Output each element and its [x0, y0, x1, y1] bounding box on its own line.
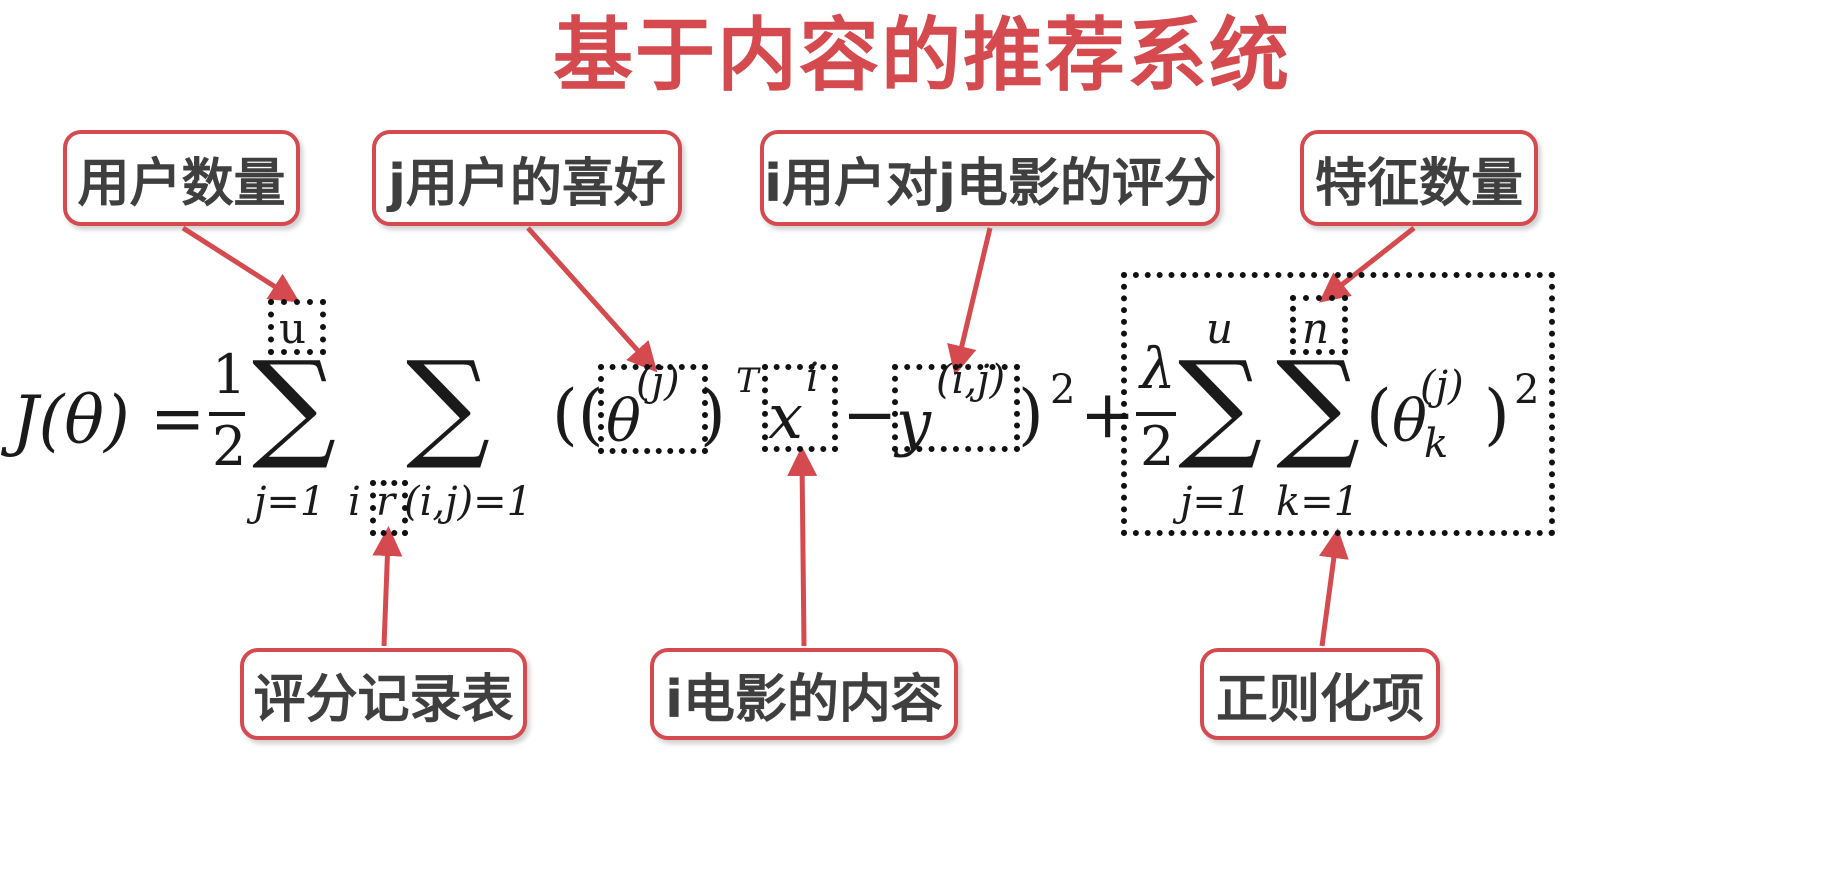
sum1-sigma: ∑: [252, 335, 337, 473]
label-movie-content: i电影的内容: [650, 648, 958, 740]
reg-theta: θ: [1392, 387, 1427, 455]
transpose: T: [736, 361, 759, 401]
close-square-paren: ): [1018, 376, 1044, 453]
frac2-bar: [1136, 412, 1176, 416]
highlight-n: [1290, 295, 1348, 355]
sum2-lower-r: r: [376, 479, 396, 525]
sum4-lower: k=1: [1276, 479, 1360, 525]
sum3-upper: u: [1206, 304, 1234, 353]
x: x: [768, 380, 803, 453]
sum2-lower-i: i: [348, 479, 361, 525]
highlight-x: [762, 364, 838, 452]
highlight-r: [370, 480, 408, 536]
label-user-preference: j用户的喜好: [372, 130, 682, 226]
sum3-sigma: ∑: [1178, 335, 1263, 473]
y: y: [896, 386, 932, 459]
page-title: 基于内容的推荐系统: [553, 9, 1291, 102]
sum2-sigma: ∑: [406, 335, 491, 473]
label-rating-table: 评分记录表: [240, 648, 527, 740]
reg-theta-sub: k: [1424, 421, 1449, 467]
lambda: λ: [1140, 337, 1176, 402]
formula-equals: =: [150, 380, 206, 457]
frac1-bar: [209, 412, 245, 416]
reg-square: 2: [1514, 367, 1540, 413]
arrow-feature-count: [1318, 226, 1416, 303]
theta: θ: [606, 387, 641, 455]
open-parens: ((: [552, 376, 604, 453]
frac2-denominator: 2: [1140, 415, 1175, 478]
reg-open-paren: (: [1366, 376, 1392, 453]
arrow-movie-content: [787, 446, 818, 647]
reg-close-paren: ): [1484, 376, 1510, 453]
sum1-lower: j=1: [254, 479, 326, 525]
label-user-count: 用户数量: [63, 130, 300, 226]
highlight-y: [892, 364, 1020, 452]
arrow-regularization: [1318, 528, 1349, 647]
highlight-u: [268, 299, 326, 355]
arrow-user-preference: [526, 226, 658, 373]
label-regularization: 正则化项: [1200, 648, 1440, 740]
arrow-rating: [947, 227, 993, 376]
label-rating: i用户对j电影的评分: [760, 130, 1220, 226]
sum4-upper: n: [1302, 304, 1330, 353]
sum2-lower-rest: (i,j)=1: [404, 479, 533, 525]
reg-theta-sup: (j): [1420, 363, 1464, 409]
sum3-lower: j=1: [1180, 479, 1252, 525]
highlight-regularization: [1121, 272, 1555, 536]
frac1-numerator: 1: [212, 343, 247, 406]
minus: −: [842, 376, 898, 453]
frac1-denominator: 2: [212, 415, 247, 478]
highlight-theta: [598, 364, 708, 454]
square: 2: [1050, 367, 1076, 413]
arrow-rating-table: [372, 526, 403, 647]
sum4-sigma: ∑: [1276, 335, 1361, 473]
sum1-upper: u: [279, 304, 307, 353]
label-feature-count: 特征数量: [1300, 130, 1538, 226]
formula-lhs: J(θ): [12, 382, 130, 459]
arrow-user-count: [181, 225, 300, 303]
